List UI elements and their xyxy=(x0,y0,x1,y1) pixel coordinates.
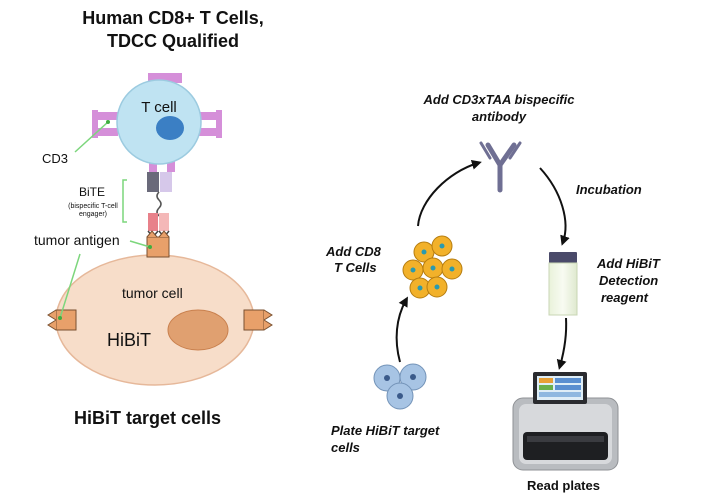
t-cell-label: T cell xyxy=(141,99,177,116)
left-title-line2: TDCC Qualified xyxy=(106,31,239,51)
step-cd8-line2: T Cells xyxy=(334,260,377,275)
cd8-t-cells-cluster xyxy=(402,235,463,299)
hibit-target-cells xyxy=(373,363,427,410)
antibody-icon xyxy=(479,141,522,193)
reagent-tube-icon xyxy=(548,252,578,316)
arrow-reagent-to-reader xyxy=(556,317,568,370)
tumor-antigen-label: tumor antigen xyxy=(34,232,120,248)
hibit-label: HiBiT xyxy=(107,330,151,350)
step-hibit-line1: Add HiBiT xyxy=(597,256,660,271)
left-title-line1: Human CD8+ T Cells, xyxy=(82,8,264,28)
bite-molecule xyxy=(147,172,172,239)
cd3-label: CD3 xyxy=(42,151,69,166)
tumor-cell-nucleus xyxy=(167,309,229,351)
step-read-plates: Read plates xyxy=(527,478,600,493)
step-antibody-line2: antibody xyxy=(471,109,527,124)
step-cd8-line1: Add CD8 xyxy=(326,244,381,259)
callout-lines xyxy=(59,121,151,319)
left-caption: HiBiT target cells xyxy=(74,408,222,428)
plate-reader-icon xyxy=(512,372,619,471)
arrow-plate-to-cd8 xyxy=(395,296,408,363)
bite-subtitle-line1: (bispecific T-cell xyxy=(68,203,118,210)
arrow-cd8-to-antibody xyxy=(417,159,482,227)
step-hibit-line2: Detection xyxy=(599,273,659,288)
step-plate-line1: Plate HiBiT target xyxy=(331,423,440,438)
bite-label: BiTE xyxy=(79,185,106,199)
arrow-antibody-to-reagent xyxy=(539,167,570,246)
callout-dots xyxy=(58,120,152,320)
tumor-cell-label: tumor cell xyxy=(122,285,183,301)
t-cell-nucleus xyxy=(156,116,184,140)
tumor-antigens xyxy=(47,230,273,331)
step-antibody-line1: Add CD3xTAA bispecific xyxy=(423,92,575,107)
bite-subtitle-line2: engager) xyxy=(78,211,108,218)
step-hibit-line3: reagent xyxy=(601,290,648,305)
step-incubation: Incubation xyxy=(576,182,642,197)
step-plate-line2: cells xyxy=(331,440,360,455)
